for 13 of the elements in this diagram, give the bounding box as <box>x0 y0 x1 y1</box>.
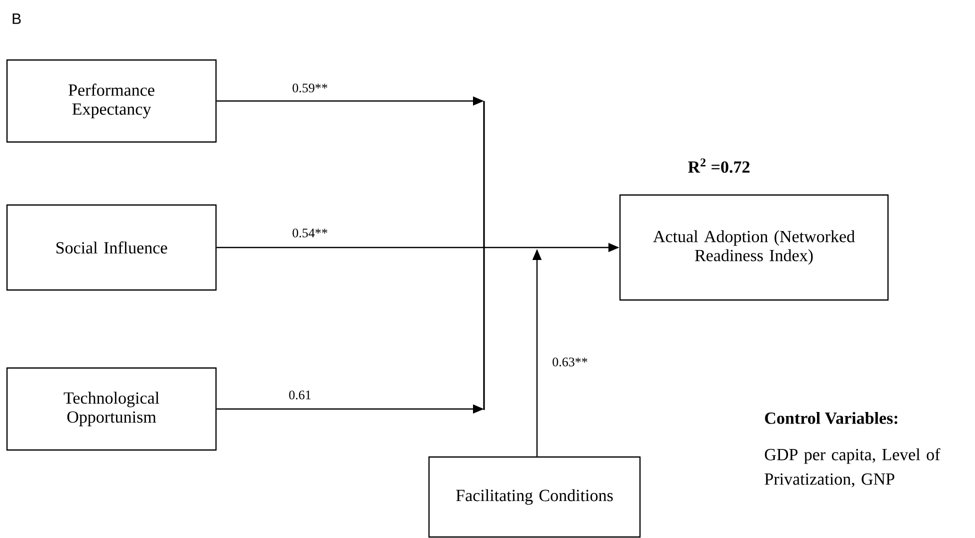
edge-label: 0.61 <box>289 390 311 400</box>
note-text: GDP per capita, Level of Privatization, GNP <box>764 448 940 488</box>
variable-box: Facilitating Conditions <box>428 456 641 538</box>
heading: Control Variables: <box>765 412 898 424</box>
edge-label: 0.63** <box>552 358 588 366</box>
variable-box: Technological Opportunism <box>6 367 217 451</box>
edge-label: 0.59** <box>292 84 328 92</box>
variable-box: Social Influence <box>6 204 217 291</box>
variable-box: Performance Expectancy <box>6 59 217 143</box>
panel-letter: B <box>12 14 21 24</box>
edge-label: 0.54** <box>292 228 328 238</box>
variable-box: Actual Adoption (Networked Readiness Index) <box>619 194 889 301</box>
fit-statistic: R$^{2}$ =0.72 <box>688 158 750 173</box>
